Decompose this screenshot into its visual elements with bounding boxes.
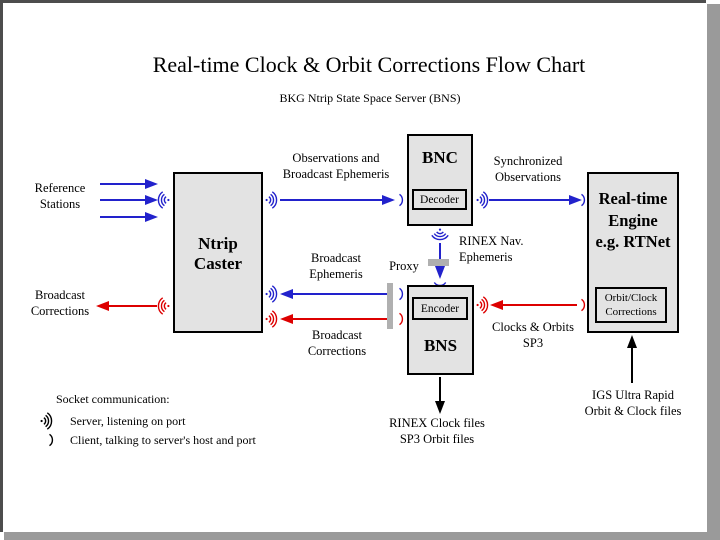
slide-shadow-right [707, 4, 720, 540]
ref-station-arrow-line-1 [100, 183, 145, 185]
rinex-nav-line [439, 243, 441, 269]
decoder-label: Decoder [420, 193, 459, 206]
legend-server-item: Server, listening on port [70, 414, 186, 428]
ntrip-caster-label-line2: Caster [193, 254, 243, 273]
igs-ultra-rapid-label: IGS Ultra Rapid Orbit & Clock files [584, 388, 682, 418]
ref-station-arrowhead-3 [145, 212, 158, 222]
proxy-bar-vertical [387, 283, 393, 329]
client-socket-icon [581, 298, 586, 312]
orbit-clock-corrections-box: Orbit/Clock Corrections [595, 287, 667, 323]
server-socket-icon [431, 228, 449, 241]
rinex-files-arrowhead [435, 401, 445, 414]
encoder-label: Encoder [420, 302, 460, 315]
engine-label-line1: Real-time [598, 189, 668, 208]
client-socket-icon [49, 433, 54, 447]
bns-label: BNS [423, 336, 458, 355]
igs-arrowhead [627, 335, 637, 348]
client-socket-icon [399, 312, 404, 326]
broadcast-corrections-left-line [108, 305, 157, 307]
rinex-clock-files-label: RINEX Clock files SP3 Orbit files [389, 416, 485, 446]
orbit-clock-label-line1: Orbit/Clock [604, 292, 658, 304]
proxy-bar-horizontal [428, 259, 449, 266]
bnc-box: BNC Decoder [407, 134, 473, 226]
engine-label-line3: e.g. RTNet [595, 232, 671, 251]
broadcast-corrections-left-arrowhead [96, 301, 109, 311]
client-socket-icon [399, 287, 404, 301]
legend-heading: Socket communication: [56, 392, 170, 406]
client-socket-icon [399, 193, 404, 207]
engine-label-line2: Engine [608, 210, 658, 230]
ntrip-caster-box: Ntrip Caster [173, 172, 263, 333]
observations-arrowhead [382, 195, 395, 205]
observations-line [280, 199, 383, 201]
bns-box: Encoder BNS [407, 285, 474, 375]
synchronized-arrowhead [569, 195, 582, 205]
broadcast-corrections-mid-arrowhead [280, 314, 293, 324]
ref-station-arrow-line-2 [100, 199, 145, 201]
broadcast-ephemeris-line [292, 293, 393, 295]
slide-shadow-bottom [4, 532, 720, 540]
server-socket-icon [265, 310, 278, 328]
page-title: Real-time Clock & Orbit Corrections Flow… [152, 52, 586, 77]
rinex-nav-ephemeris-label: RINEX Nav. Ephemeris [459, 234, 524, 264]
page-subtitle: BKG Ntrip State Space Server (BNS) [279, 91, 461, 105]
realtime-engine-box: Real-time Engine e.g. RTNet Orbit/Clock … [587, 172, 679, 333]
broadcast-ephemeris-arrowhead [280, 289, 293, 299]
synchronized-line [489, 199, 570, 201]
ref-station-arrowhead-2 [145, 195, 158, 205]
ref-station-arrowhead-1 [145, 179, 158, 189]
encoder-box: Encoder [412, 297, 468, 320]
legend-client-item: Client, talking to server's host and por… [70, 433, 256, 447]
observations-broadcast-ephemeris-label: Observations and Broadcast Ephemeris [282, 151, 390, 181]
server-socket-icon [476, 191, 489, 209]
decoder-box: Decoder [412, 189, 467, 210]
orbit-clock-label-line2: Corrections [605, 306, 657, 318]
reference-stations-label: Reference Stations [34, 181, 86, 211]
server-socket-icon [476, 296, 489, 314]
clocks-orbits-line [502, 304, 577, 306]
broadcast-corrections-left-label: Broadcast Corrections [30, 288, 90, 318]
server-socket-icon [265, 191, 278, 209]
synchronized-observations-label: Synchronized Observations [493, 154, 563, 184]
broadcast-corrections-mid-line [292, 318, 393, 320]
frame-left-border [0, 0, 3, 532]
bnc-label: BNC [422, 148, 458, 167]
server-socket-icon [157, 191, 170, 209]
rinex-nav-arrowhead [435, 266, 445, 279]
frame-top-border [0, 0, 706, 3]
broadcast-corrections-mid-label: Broadcast Corrections [307, 328, 367, 358]
server-socket-icon [265, 285, 278, 303]
server-socket-icon [40, 412, 53, 430]
server-socket-icon [157, 297, 170, 315]
broadcast-ephemeris-label: Broadcast Ephemeris [309, 251, 363, 281]
clocks-orbits-sp3-label: Clocks & Orbits SP3 [492, 320, 574, 350]
ref-station-arrow-line-3 [100, 216, 145, 218]
ntrip-caster-label-line1: Ntrip [198, 234, 238, 253]
client-socket-icon [581, 193, 586, 207]
clocks-orbits-arrowhead [490, 300, 503, 310]
proxy-label: Proxy [389, 259, 419, 273]
rinex-files-line [439, 377, 441, 403]
igs-line [631, 347, 633, 383]
